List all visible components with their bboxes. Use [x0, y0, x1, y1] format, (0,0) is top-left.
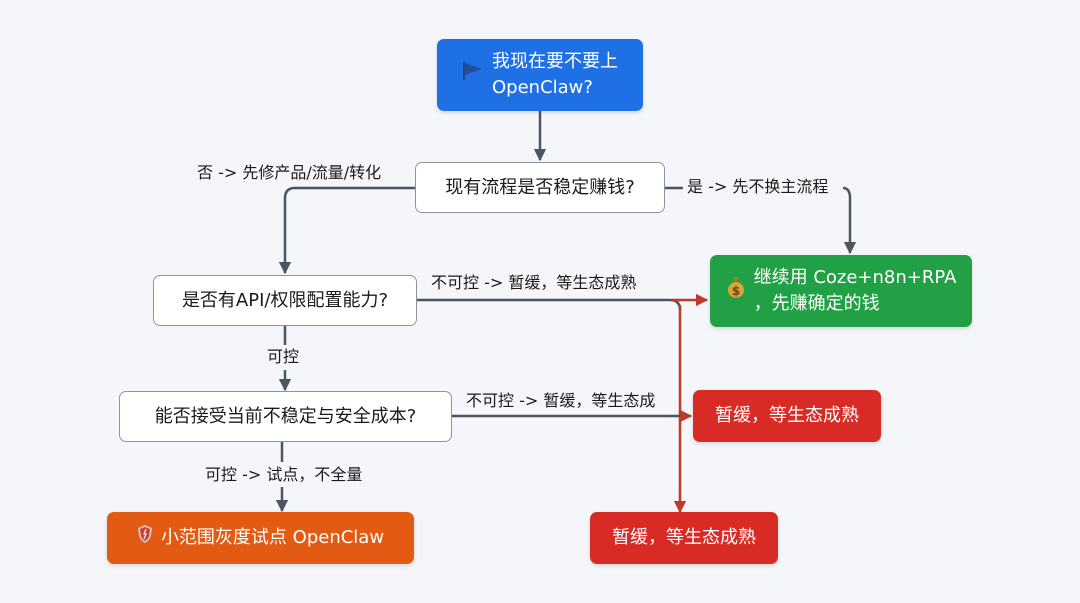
money-bag-icon: $ [726, 275, 746, 307]
edge-api-uncontrollable [417, 298, 682, 311]
result-pilot-label: 小范围灰度试点 OpenClaw [160, 527, 385, 548]
edge-stable-yes [665, 186, 850, 253]
shield-icon [137, 524, 153, 552]
edge-label-uncontrollable-1: 不可控 -> 暂缓，等生态成熟 [431, 273, 637, 292]
result-pause-node-2[interactable]: 暂缓，等生态成熟 [590, 512, 778, 564]
edge-stable-no [278, 186, 415, 275]
start-node[interactable]: 我现在要不要上 OpenClaw? [437, 39, 643, 111]
result-pause-node-1[interactable]: 暂缓，等生态成熟 [693, 390, 881, 442]
result-continue-line2: ，先赚确定的钱 [753, 293, 880, 314]
edge-label-controllable-pilot: 可控 -> 试点，不全量 [203, 465, 365, 485]
decision-accept-cost-label: 能否接受当前不稳定与安全成本? [154, 405, 417, 427]
decision-accept-cost[interactable]: 能否接受当前不稳定与安全成本? [119, 391, 452, 442]
result-pause-1-label: 暂缓，等生态成熟 [715, 405, 859, 426]
result-continue-node[interactable]: $ 继续用 Coze+n8n+RPA ，先赚确定的钱 [710, 255, 972, 327]
decision-api-permission-label: 是否有API/权限配置能力? [181, 289, 389, 311]
edge-label-yes-keep-flow: 是 -> 先不换主流程 [685, 177, 831, 197]
flag-icon [462, 61, 484, 89]
edge-label-controllable: 可控 [265, 347, 302, 367]
decision-stable-profit-label: 现有流程是否稳定赚钱? [445, 176, 635, 198]
result-continue-line1: 继续用 Coze+n8n+RPA [753, 267, 957, 288]
decision-stable-profit[interactable]: 现有流程是否稳定赚钱? [415, 162, 665, 213]
edge-label-uncontrollable-2: 不可控 -> 暂缓，等生态成 [466, 391, 656, 410]
start-label-line2: OpenClaw? [492, 77, 593, 98]
decision-api-permission[interactable]: 是否有API/权限配置能力? [153, 275, 417, 326]
result-pause-2-label: 暂缓，等生态成熟 [612, 527, 756, 548]
edge-label-no-fix-product: 否 -> 先修产品/流量/转化 [195, 163, 384, 183]
start-label-line1: 我现在要不要上 [492, 51, 618, 72]
result-pilot-node[interactable]: 小范围灰度试点 OpenClaw [107, 512, 414, 564]
svg-text:$: $ [731, 284, 739, 298]
